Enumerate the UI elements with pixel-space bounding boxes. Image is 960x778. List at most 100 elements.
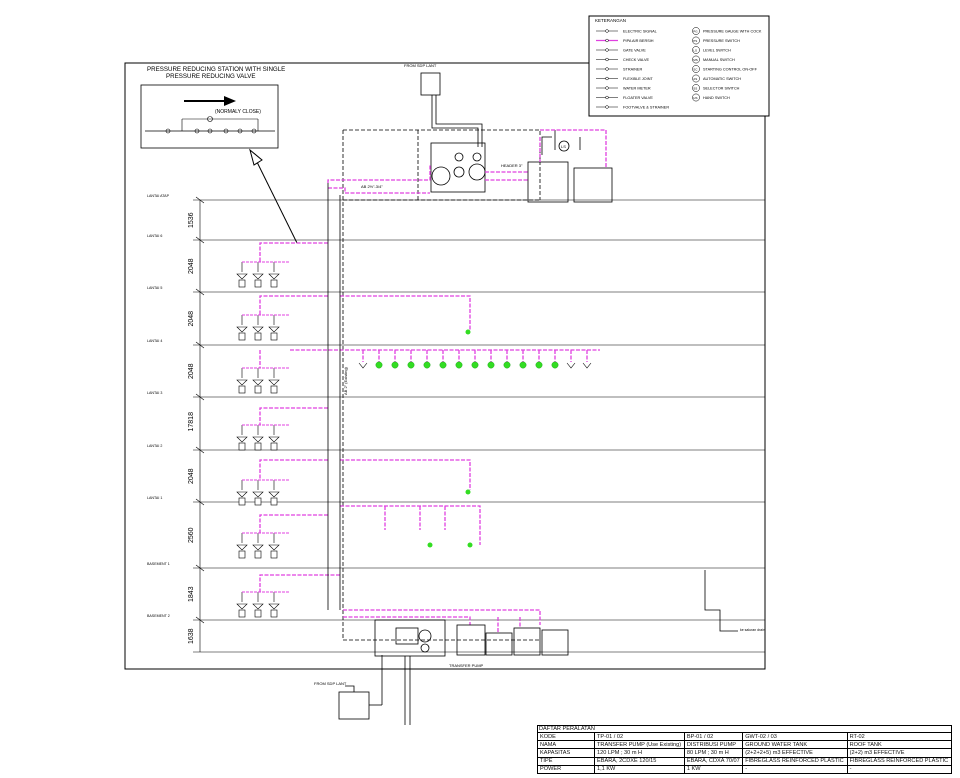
equipment-table-cell: POWER — [537, 764, 595, 775]
leader-arrow-icon — [249, 148, 263, 166]
drawing-frame — [124, 62, 766, 670]
equipment-table-cell: KAPASITAS — [537, 748, 595, 758]
header-label: HEADER 3" — [501, 163, 523, 168]
floor-label: LANTAI 4 — [147, 339, 162, 343]
floor-dimension: 2048 — [188, 311, 195, 327]
detail-valves — [165, 116, 257, 134]
toilet-icon — [268, 603, 280, 610]
equipment-table-cell: RT-02 — [846, 732, 953, 742]
equipment-table-cell: KODE — [537, 732, 595, 742]
sprinkler-head-icon — [467, 542, 473, 548]
pipe-segment — [259, 295, 328, 315]
pipe-segment — [259, 459, 328, 480]
pipe-segment — [328, 187, 430, 194]
sprinkler-head-icon — [487, 361, 495, 369]
floor-dimension: 1638 — [188, 628, 195, 644]
legend-left-item: WATER METER — [596, 86, 651, 91]
pipe-segment — [340, 505, 481, 545]
equipment-table-cell: TRANSFER PUMP (Use Existing) — [594, 740, 685, 750]
legend-right-label: HAND SWITCH — [703, 96, 730, 100]
equipment-table-cell: 1 KW — [683, 764, 744, 775]
legend-left-item: PIPA AIR BERSIH — [596, 38, 654, 43]
basement-control-panel — [338, 691, 370, 720]
riser-labels: AB 2" (Existing) AB 2½"-3/4" — [343, 184, 383, 395]
toilet-group — [236, 367, 290, 394]
equipment-table-header-spacer — [538, 726, 952, 733]
legend-left-label: FLOATER VALVE — [623, 96, 653, 100]
toilet-icon — [236, 436, 248, 443]
legend-left-item: FOOTVALVE & STRAINER — [596, 105, 669, 110]
floor-label: BASEMENT 1 — [147, 562, 170, 566]
equipment-table-cell: (2+2+2+5) m3 EFFECTIVE — [742, 748, 848, 758]
equipment-table-cell: GWT-02 / 03 — [742, 732, 848, 742]
pipe-segment — [343, 616, 471, 625]
open-nozzle-icon — [566, 362, 576, 369]
legend-left-column: ELECTRIC SIGNAL PIPA AIR BERSIH GATE VALVE… — [596, 29, 669, 110]
legend-box: KETERANGAN ELECTRIC SIGNAL PIPA AIR BERSI… — [588, 15, 770, 117]
toilet-icon — [252, 544, 264, 551]
floor-dimension: 2048 — [188, 258, 195, 274]
equipment-table-cell: 120 LPM ; 30 m H — [594, 748, 685, 758]
flow-arrow-icon — [224, 96, 236, 106]
pipe-segment — [540, 129, 607, 168]
sprinkler-head-icon — [455, 361, 463, 369]
sprinkler-heads — [358, 329, 592, 548]
equipment-table-cell: 80 LPM ; 30 m H — [683, 748, 744, 758]
toilet-icon — [236, 326, 248, 333]
roof-tank-2 — [573, 167, 613, 203]
pipe-segment — [259, 242, 328, 262]
equipment-table-cell: ROOF TANK — [846, 740, 953, 750]
pipe-segment — [259, 574, 340, 592]
floor-label: LANTAI 1 — [147, 496, 162, 500]
legend-right-label: PRESSURE SWITCH — [703, 39, 740, 43]
toilet-icon — [252, 326, 264, 333]
toilet-icon — [236, 491, 248, 498]
drain-label: ke saluran drain — [740, 628, 765, 632]
legend-left-label: ELECTRIC SIGNAL — [623, 30, 657, 34]
equipment-table-cell: TIPE — [537, 756, 595, 766]
equipment-table-cell: EBARA, 2CDXE 120/15 — [594, 756, 685, 766]
legend-title: KETERANGAN — [595, 18, 626, 23]
equipment-table-cell: BP-01 / 02 — [683, 732, 744, 742]
dashed-enclosures — [342, 129, 541, 641]
legend-right-code: PG — [693, 29, 698, 33]
svg-text:LS: LS — [561, 144, 566, 149]
transfer-pump-set — [374, 619, 446, 657]
toilet-icon — [236, 603, 248, 610]
basement-plant: TRANSFER PUMP FROM SDP LANT ke saluran d… — [314, 570, 765, 725]
toilet-icon — [252, 603, 264, 610]
legend-left-label: FOOTVALVE & STRAINER — [623, 106, 669, 110]
legend-left-label: FLEXIBLE JOINT — [623, 77, 653, 81]
pipe-segment — [259, 407, 328, 425]
legend-right-label: AUTOMATIC SWITCH — [703, 77, 741, 81]
floor-label: LANTAI 2 — [147, 444, 162, 448]
legend-left-item: FLOATER VALVE — [596, 95, 653, 100]
legend-left-item: FLEXIBLE JOINT — [596, 76, 653, 81]
legend-left-label: GATE VALVE — [623, 49, 646, 53]
pipe-segment — [259, 514, 328, 533]
toilet-icon — [252, 436, 264, 443]
pipe-segment — [340, 459, 471, 490]
toilet-group — [236, 314, 290, 341]
sprinkler-head-icon — [519, 361, 527, 369]
toilet-group — [236, 424, 290, 451]
toilet-icon — [252, 491, 264, 498]
legend-right-code: MS — [693, 58, 698, 62]
toilet-group — [236, 261, 290, 288]
roof-control-panel — [420, 72, 441, 96]
toilet-icon — [268, 379, 280, 386]
toilet-icon — [252, 379, 264, 386]
water-piping — [259, 129, 607, 633]
